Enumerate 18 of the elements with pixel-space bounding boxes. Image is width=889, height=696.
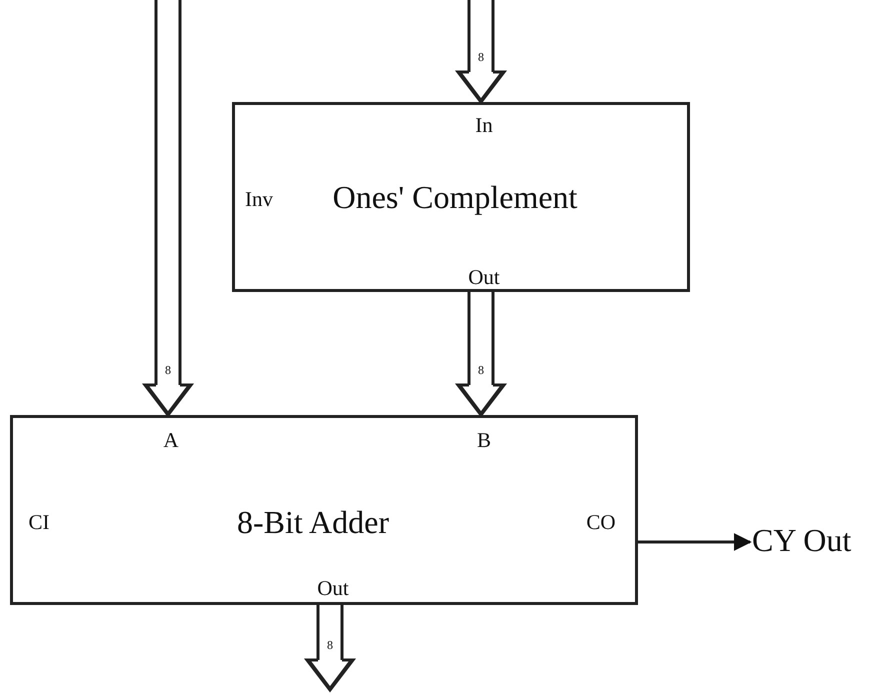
output-label: CY Out xyxy=(752,524,852,556)
bus-width-label: 8 xyxy=(327,638,333,652)
block-box xyxy=(10,415,638,605)
bus-width-label: 8 xyxy=(165,363,171,377)
port-label: Out xyxy=(468,267,500,288)
block-box xyxy=(232,102,690,292)
port-label: A xyxy=(163,430,179,451)
port-label: CI xyxy=(28,512,50,533)
block-title: Ones' Complement xyxy=(332,181,578,213)
port-label: CO xyxy=(586,512,616,533)
bus-width-label: 8 xyxy=(478,363,484,377)
port-label: B xyxy=(477,430,491,451)
block-title: 8-Bit Adder xyxy=(237,506,389,538)
port-label: Inv xyxy=(245,189,273,210)
bus-width-label: 8 xyxy=(478,50,484,64)
port-label: Out xyxy=(317,578,349,599)
port-label: In xyxy=(475,115,493,136)
arrow xyxy=(638,533,752,551)
